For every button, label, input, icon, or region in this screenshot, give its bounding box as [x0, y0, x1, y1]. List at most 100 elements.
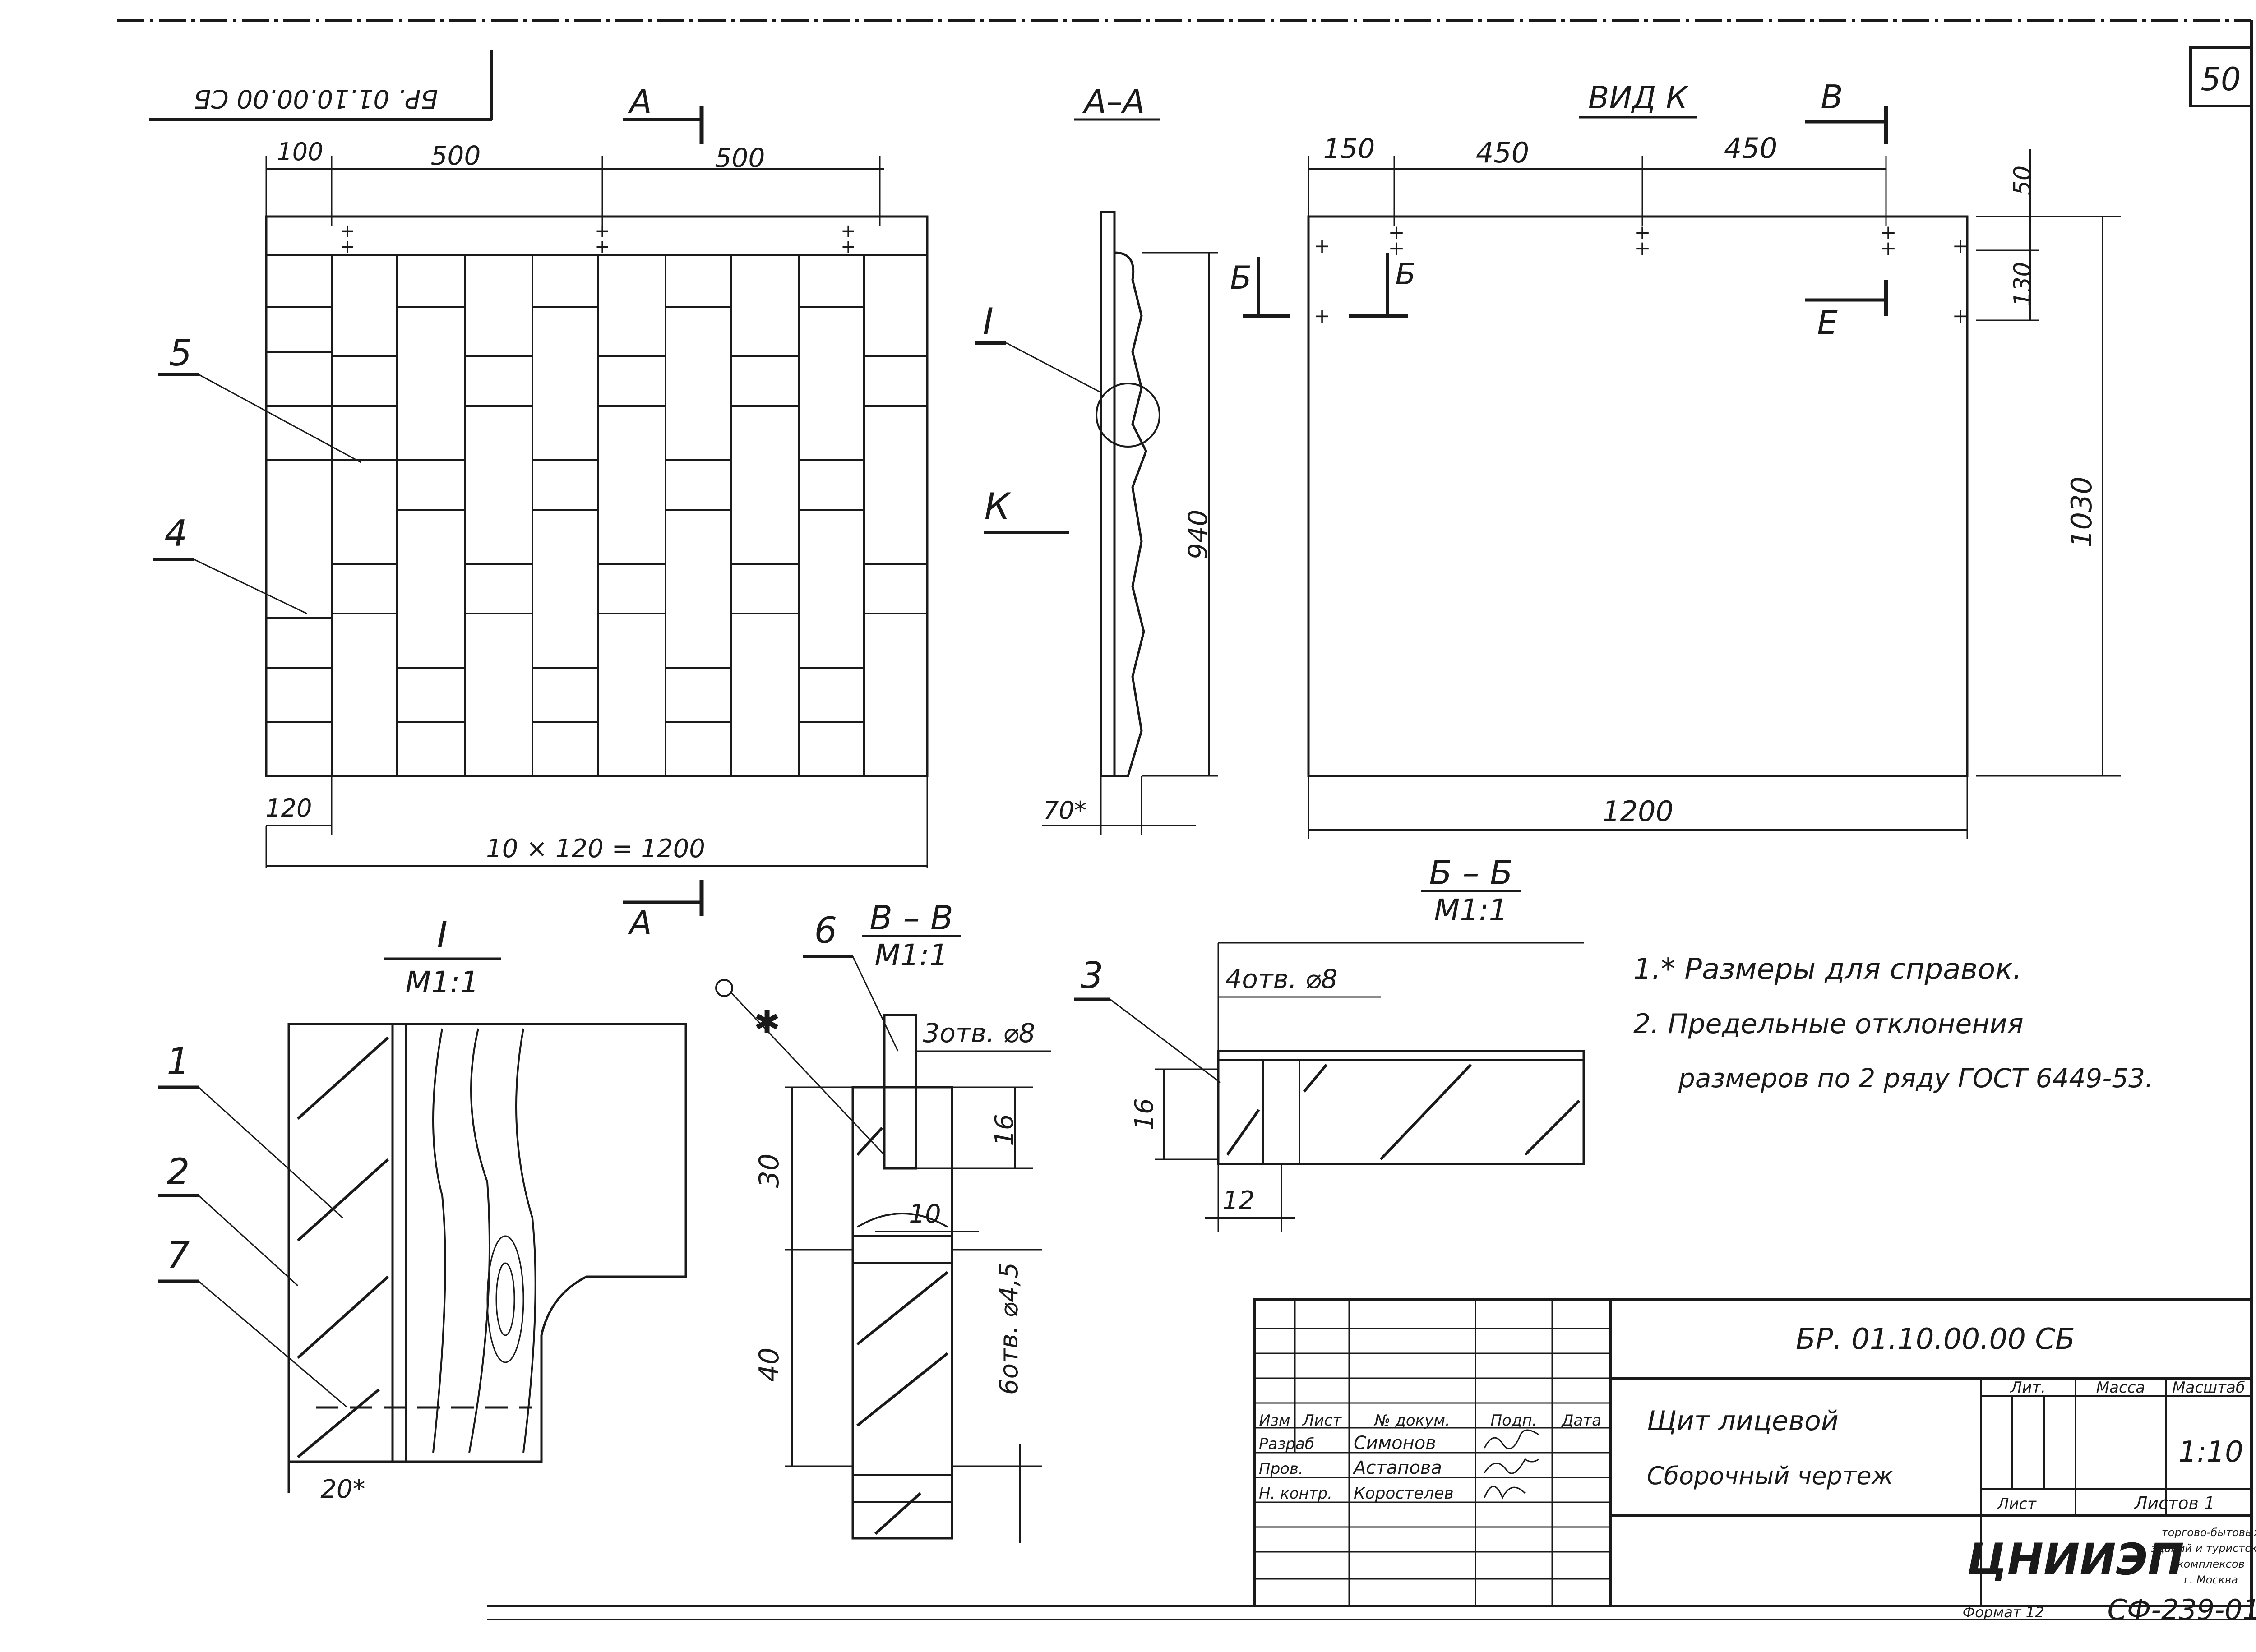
- section-mark-e: Е: [1817, 304, 1838, 341]
- dim-20: 20*: [320, 1475, 365, 1504]
- tb-name-line1: Щит лицевой: [1647, 1405, 1839, 1437]
- section-mark-a-top: А: [628, 83, 652, 120]
- front-view: ++ ++ ++ 100 500 500 А 120 10 × 120 = 12…: [153, 83, 929, 941]
- section-vv: В – В М1:1 6 ✱ 3отв. ⌀8 16 30 10: [715, 899, 1051, 1543]
- dim-500-a: 500: [431, 140, 481, 171]
- svg-text:+: +: [1880, 221, 1897, 244]
- section-vv-title: В – В: [869, 899, 953, 937]
- part-5-label: 5: [169, 332, 192, 374]
- section-aa-title: А–А: [1082, 83, 1145, 120]
- dim-450-b: 450: [1724, 132, 1777, 165]
- tb-col-sign: Подп.: [1491, 1412, 1537, 1430]
- svg-text:+: +: [1388, 221, 1405, 244]
- tb-lit: Лит.: [2010, 1379, 2046, 1397]
- view-k-screws: + + + + + + + + + +: [1314, 221, 1969, 328]
- holes-45-label: 6отв. ⌀4,5: [994, 1262, 1024, 1395]
- svg-text:+: +: [1880, 237, 1897, 260]
- svg-text:+: +: [841, 236, 856, 257]
- sheet-number: 50: [2201, 61, 2241, 98]
- svg-text:+: +: [595, 236, 610, 257]
- tb-name-razrab: Симонов: [1354, 1433, 1436, 1454]
- tb-masshtab: Масштаб: [2172, 1379, 2245, 1397]
- dim-940: 940: [1183, 510, 1213, 560]
- signature-nkontr: [1484, 1486, 1526, 1500]
- tb-name-prov: Астапова: [1352, 1458, 1442, 1478]
- dim-100: 100: [277, 138, 323, 166]
- dim-total: 10 × 120 = 1200: [486, 834, 705, 863]
- note-2a: 2. Предельные отклонения: [1633, 1008, 2024, 1040]
- section-bb-title: Б – Б: [1429, 854, 1513, 892]
- detail-i-title: I: [437, 914, 448, 956]
- tb-massa: Масса: [2096, 1379, 2145, 1397]
- tb-col-izm: Изм: [1259, 1412, 1290, 1430]
- tb-list: Лист: [1997, 1495, 2037, 1513]
- svg-text:+: +: [1314, 235, 1331, 258]
- dim-120: 120: [265, 794, 312, 822]
- tb-doc-code: БР. 01.10.00.00 СБ: [1796, 1323, 2075, 1356]
- part-7-label: 7: [167, 1234, 190, 1276]
- holes-bb-label: 4отв. ⌀8: [1225, 964, 1337, 994]
- tb-name-nkontr: Коростелев: [1354, 1484, 1454, 1503]
- note-2b: размеров по 2 ряду ГОСТ 6449-53.: [1678, 1063, 2153, 1094]
- view-k-mark: К: [985, 485, 1012, 527]
- section-mark-a-bottom: А: [628, 904, 652, 941]
- part-1-label: 1: [167, 1040, 190, 1082]
- svg-text:+: +: [1952, 305, 1969, 328]
- dim-130: 130: [2009, 262, 2036, 306]
- svg-text:+: +: [1952, 235, 1969, 258]
- dim-16-vv: 16: [990, 1114, 1019, 1146]
- dim-150: 150: [1323, 133, 1375, 165]
- tb-row-prov: Пров.: [1259, 1460, 1304, 1478]
- part-3-label: 3: [1081, 955, 1104, 997]
- dim-1200: 1200: [1602, 795, 1674, 828]
- front-boards: [266, 255, 927, 776]
- svg-text:+: +: [1388, 237, 1405, 260]
- dim-10: 10: [909, 1200, 941, 1229]
- section-bb: Б – Б М1:1 4отв. ⌀8 16 12 3: [1074, 854, 1585, 1232]
- part-2-label: 2: [167, 1151, 190, 1193]
- tb-org-line2: зданий и туристских: [2151, 1542, 2256, 1555]
- section-aa: А–А I К 940 70* Б: [975, 83, 1290, 835]
- view-k: ВИД К + + + + + + + + + + Б 150 450 450 …: [1307, 78, 2121, 839]
- holes-8-label: 3отв. ⌀8: [923, 1018, 1035, 1048]
- dim-500-b: 500: [715, 143, 765, 173]
- signature-prov: [1484, 1458, 1539, 1474]
- svg-text:+: +: [841, 221, 856, 241]
- tb-scale: 1:10: [2178, 1435, 2243, 1469]
- dim-40: 40: [754, 1347, 785, 1382]
- svg-text:+: +: [340, 236, 355, 257]
- sheet-number-box: 50: [2189, 46, 2253, 107]
- tb-org-line1: торгово-бытовых: [2162, 1526, 2256, 1539]
- dim-50: 50: [2009, 166, 2036, 195]
- star-marker: ✱: [754, 1004, 781, 1041]
- section-vv-scale: М1:1: [874, 938, 948, 973]
- rotated-code: БР. 01.10.00.00 СБ: [194, 84, 438, 113]
- front-screws: ++ ++ ++: [340, 221, 856, 257]
- tb-format: Формат 12: [1963, 1604, 2044, 1621]
- view-k-title: ВИД К: [1588, 80, 1689, 116]
- dim-16-bb: 16: [1130, 1098, 1159, 1130]
- note-1: 1.* Размеры для справок.: [1633, 953, 2022, 986]
- section-bb-scale: М1:1: [1434, 893, 1507, 928]
- detail-i-callout-circle: [1096, 383, 1160, 448]
- tb-row-nkontr: Н. контр.: [1259, 1485, 1332, 1503]
- tb-col-list: Лист: [1302, 1412, 1342, 1430]
- section-mark-b-left: Б: [1230, 259, 1252, 296]
- sheet-frame: [117, 19, 2253, 1620]
- tb-listov: Листов 1: [2134, 1493, 2215, 1513]
- tb-col-doc: № докум.: [1373, 1412, 1450, 1430]
- dim-1030: 1030: [2065, 476, 2098, 548]
- section-mark-v: В: [1821, 78, 1843, 116]
- dim-12: 12: [1222, 1186, 1254, 1215]
- tb-org-logo: ЦНИИЭП: [1967, 1534, 2184, 1585]
- part-6-label: 6: [814, 909, 837, 951]
- dim-70: 70*: [1043, 796, 1086, 825]
- svg-text:+: +: [340, 221, 355, 241]
- detail-i-scale: М1:1: [405, 965, 479, 1000]
- detail-i-mark: I: [983, 300, 994, 342]
- tb-name-line2: Сборочный чертеж: [1647, 1462, 1894, 1490]
- rotated-code-box: БР. 01.10.00.00 СБ: [149, 50, 493, 121]
- part-4-label: 4: [165, 512, 188, 554]
- tb-row-razrab: Разраб: [1259, 1435, 1314, 1453]
